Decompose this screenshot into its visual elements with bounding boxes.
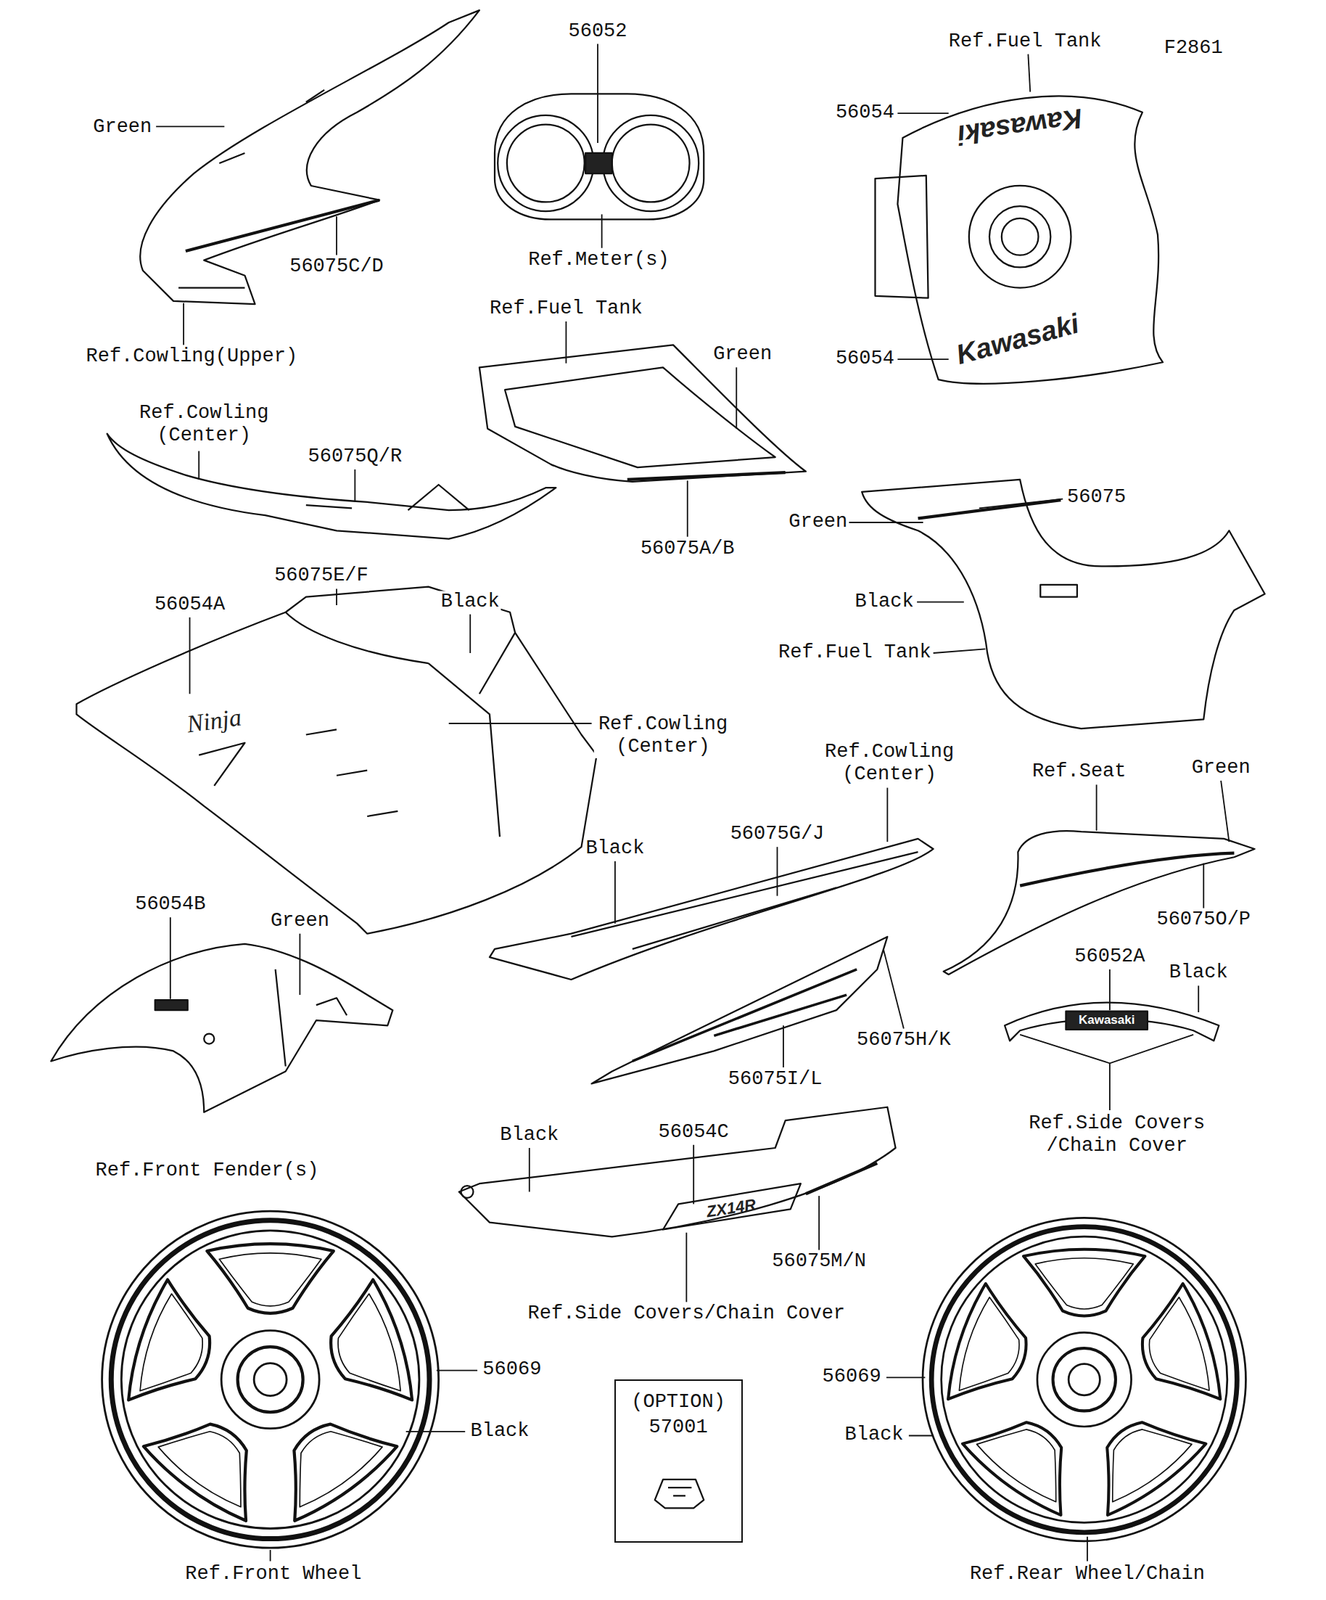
decal-text: ZX14R — [703, 1194, 759, 1221]
callout-number: 56075C/D — [287, 256, 386, 279]
color-label: Black — [853, 590, 916, 613]
reference-label: Ref.Front Wheel — [183, 1562, 363, 1585]
reference-label: Ref.Cowling (Center) — [820, 740, 959, 786]
color-label: Black — [583, 837, 646, 860]
option-heading: (OPTION) — [615, 1389, 742, 1415]
reference-label: Ref.Side Covers /Chain Cover — [1024, 1112, 1210, 1157]
callout-number: 56054 — [834, 102, 896, 125]
decal-text: Ninja — [183, 702, 245, 739]
color-label: Black — [439, 590, 502, 613]
callout-number: F2861 — [1162, 37, 1225, 61]
callout-number: 56054A — [153, 593, 227, 616]
callout-number: 56075H/K — [855, 1029, 953, 1052]
reference-label: Ref.Seat — [1030, 760, 1128, 784]
color-label: Green — [787, 510, 849, 534]
callout-number: 56075G/J — [729, 823, 827, 846]
callout-number: 56052 — [566, 20, 629, 43]
color-label: Black — [843, 1423, 906, 1447]
color-label: Green — [91, 116, 154, 139]
callout-number: 56054B — [133, 893, 207, 917]
callout-number: 56075M/N — [770, 1250, 868, 1274]
decal-text: Kawasaki — [953, 101, 1086, 151]
callout-number: 56075Q/R — [306, 445, 405, 468]
callout-number: 56075O/P — [1154, 908, 1253, 932]
reference-label: Ref.Cowling (Center) — [134, 401, 273, 447]
color-label: Black — [468, 1419, 531, 1443]
callout-number: 57001 — [615, 1414, 742, 1440]
reference-label: Ref.Meter(s) — [526, 248, 671, 272]
color-label: Black — [498, 1124, 560, 1147]
option-box: (OPTION)57001 — [614, 1378, 743, 1543]
color-label: Green — [711, 343, 774, 367]
reference-label: Ref.Cowling (Center) — [594, 713, 732, 759]
reference-label: Ref.Fuel Tank — [776, 641, 933, 664]
decal-text: Kawasaki — [1077, 1012, 1137, 1028]
color-label: Black — [1167, 961, 1230, 985]
callout-number: 56075E/F — [272, 565, 370, 588]
callout-number: 56054 — [834, 347, 896, 370]
reference-label: Ref.Fuel Tank — [488, 298, 645, 321]
color-label: Green — [269, 909, 331, 933]
callout-number: 56052A — [1072, 945, 1147, 968]
decal-text: Kawasaki — [951, 307, 1085, 372]
reference-label: Ref.Rear Wheel/Chain — [968, 1562, 1207, 1585]
callout-number: 56075A/B — [639, 537, 737, 560]
callout-number: 56075 — [1065, 486, 1128, 510]
callout-number: 56075I/L — [726, 1067, 825, 1091]
reference-label: Ref.Fuel Tank — [947, 30, 1104, 53]
color-label: Green — [1190, 756, 1253, 780]
reference-label: Ref.Cowling(Upper) — [84, 346, 300, 369]
reference-label: Ref.Side Covers/Chain Cover — [526, 1302, 847, 1326]
callout-number: 56069 — [821, 1365, 883, 1389]
callout-number: 56069 — [480, 1358, 543, 1382]
callout-number: 56054C — [657, 1120, 731, 1144]
reference-label: Ref.Front Fender(s) — [94, 1159, 321, 1183]
